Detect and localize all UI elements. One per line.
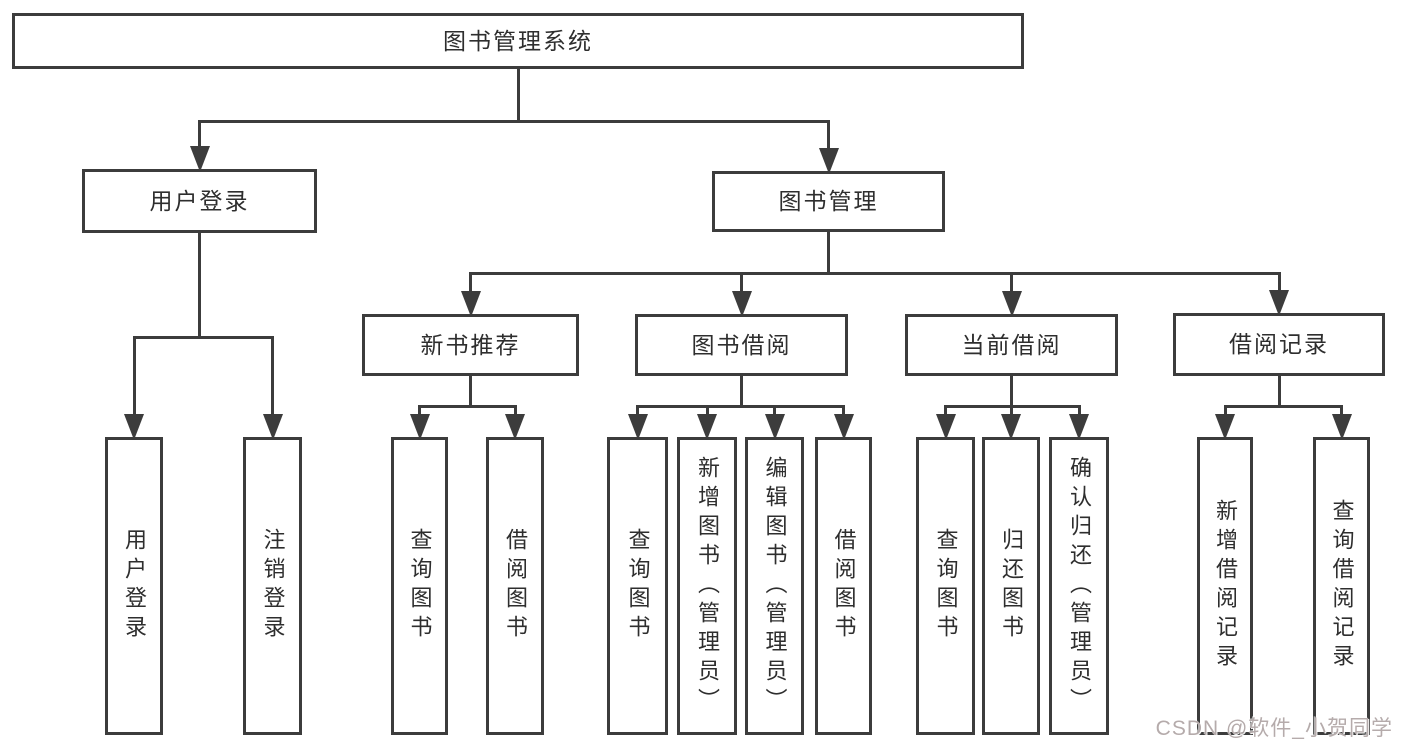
node-label: 查询图书 (933, 528, 959, 644)
arrowhead-down-icon (262, 414, 283, 440)
arrowhead-down-icon (1001, 414, 1021, 440)
arrowhead-down-icon (1331, 414, 1352, 440)
node-label: 图书借阅 (691, 331, 792, 358)
connector-shaft (705, 406, 709, 419)
connector-bus-book-borrow (636, 404, 845, 408)
connector-bus-book-mgmt (469, 271, 1281, 275)
node-label: 注销登录 (260, 528, 286, 644)
node-book-mgmt: 图书管理 (712, 171, 945, 232)
node-leaf-bb-borrow: 借阅图书 (815, 437, 872, 735)
connector-bus-new-book-rec (418, 404, 517, 408)
node-leaf-bb-add: 新增图书（管理员） (677, 437, 737, 735)
node-label: 当前借阅 (961, 331, 1062, 358)
node-label: 用户登录 (149, 187, 250, 214)
node-label: 确认归还（管理员） (1067, 455, 1092, 717)
connector-stem-book-borrow (740, 376, 743, 406)
connector-bus-root (198, 119, 830, 123)
arrowhead-down-icon (409, 414, 430, 440)
node-label: 用户登录 (122, 528, 147, 644)
node-leaf-nb-query: 查询图书 (391, 437, 448, 735)
node-leaf-nb-borrow: 借阅图书 (486, 437, 544, 735)
arrowhead-down-icon (731, 291, 752, 317)
arrowhead-down-icon (1001, 291, 1022, 317)
connector-stem-current-borrow (1010, 376, 1013, 406)
node-borrow-records: 借阅记录 (1173, 313, 1385, 376)
csdn-watermark: CSDN @软件_小贺同学 (1155, 717, 1393, 740)
node-label: 图书管理 (778, 188, 879, 214)
node-leaf-cb-return: 归还图书 (982, 437, 1040, 735)
arrowhead-down-icon (1069, 414, 1089, 440)
connector-shaft (740, 273, 743, 296)
node-leaf-bb-query: 查询图书 (607, 437, 668, 735)
arrowhead-down-icon (505, 414, 525, 440)
connector-shaft (773, 406, 776, 419)
node-leaf-user-login: 用户登录 (105, 437, 163, 735)
node-label: 编辑图书（管理员） (762, 455, 788, 717)
node-label: 借阅记录 (1229, 331, 1329, 357)
node-leaf-cb-query: 查询图书 (916, 437, 975, 735)
node-book-borrow: 图书借阅 (635, 314, 848, 376)
arrowhead-down-icon (1215, 414, 1235, 440)
node-leaf-br-query: 查询借阅记录 (1313, 437, 1370, 735)
arrowhead-down-icon (124, 414, 144, 440)
arrowhead-down-icon (764, 414, 785, 440)
connector-stem-borrow-records (1277, 376, 1281, 406)
node-leaf-br-add: 新增借阅记录 (1197, 437, 1253, 735)
connector-shaft (132, 337, 136, 419)
node-label: 归还图书 (999, 528, 1024, 644)
connector-shaft (418, 406, 421, 419)
node-label: 新增图书（管理员） (695, 455, 720, 717)
connector-stem-new-book-rec (469, 376, 472, 406)
node-leaf-bb-edit: 编辑图书（管理员） (745, 437, 804, 735)
connector-bus-borrow-records (1223, 404, 1343, 408)
node-new-book-rec: 新书推荐 (362, 314, 579, 376)
node-label: 查询图书 (625, 528, 651, 644)
arrowhead-down-icon (818, 148, 839, 174)
arrowhead-down-icon (189, 146, 210, 172)
connector-shaft (198, 121, 201, 151)
connector-stem-book-mgmt (827, 232, 830, 273)
node-leaf-logout: 注销登录 (243, 437, 302, 735)
node-label: 新书推荐 (420, 331, 521, 358)
connector-shaft (827, 121, 830, 153)
arrowhead-down-icon (935, 414, 956, 440)
connector-stem-user-login (198, 233, 201, 337)
connector-shaft (842, 406, 845, 419)
node-label: 查询借阅记录 (1329, 499, 1355, 673)
arrowhead-down-icon (460, 291, 481, 317)
connector-shaft (944, 406, 947, 419)
connector-shaft (513, 406, 517, 419)
node-label: 查询图书 (407, 528, 433, 644)
connector-shaft (271, 337, 274, 419)
connector-shaft (1077, 406, 1081, 419)
node-label: 借阅图书 (503, 528, 528, 644)
node-leaf-cb-confirm: 确认归还（管理员） (1049, 437, 1109, 735)
node-label: 借阅图书 (831, 528, 857, 644)
node-current-borrow: 当前借阅 (905, 314, 1118, 376)
node-label: 新增借阅记录 (1213, 499, 1238, 673)
connector-shaft (1010, 273, 1013, 296)
node-user-login: 用户登录 (82, 169, 317, 233)
connector-shaft (469, 273, 472, 296)
connector-shaft (636, 406, 639, 419)
arrowhead-down-icon (697, 414, 717, 440)
connector-shaft (1277, 273, 1281, 295)
node-root: 图书管理系统 (12, 13, 1024, 69)
arrowhead-down-icon (1269, 290, 1289, 316)
arrowhead-down-icon (833, 414, 854, 440)
connector-shaft (1340, 406, 1343, 419)
connector-bus-user-login (132, 335, 274, 339)
connector-stem-root (516, 69, 520, 121)
node-label: 图书管理系统 (443, 27, 593, 54)
connector-shaft (1223, 406, 1227, 419)
connector-shaft (1009, 406, 1013, 419)
arrowhead-down-icon (627, 414, 648, 440)
